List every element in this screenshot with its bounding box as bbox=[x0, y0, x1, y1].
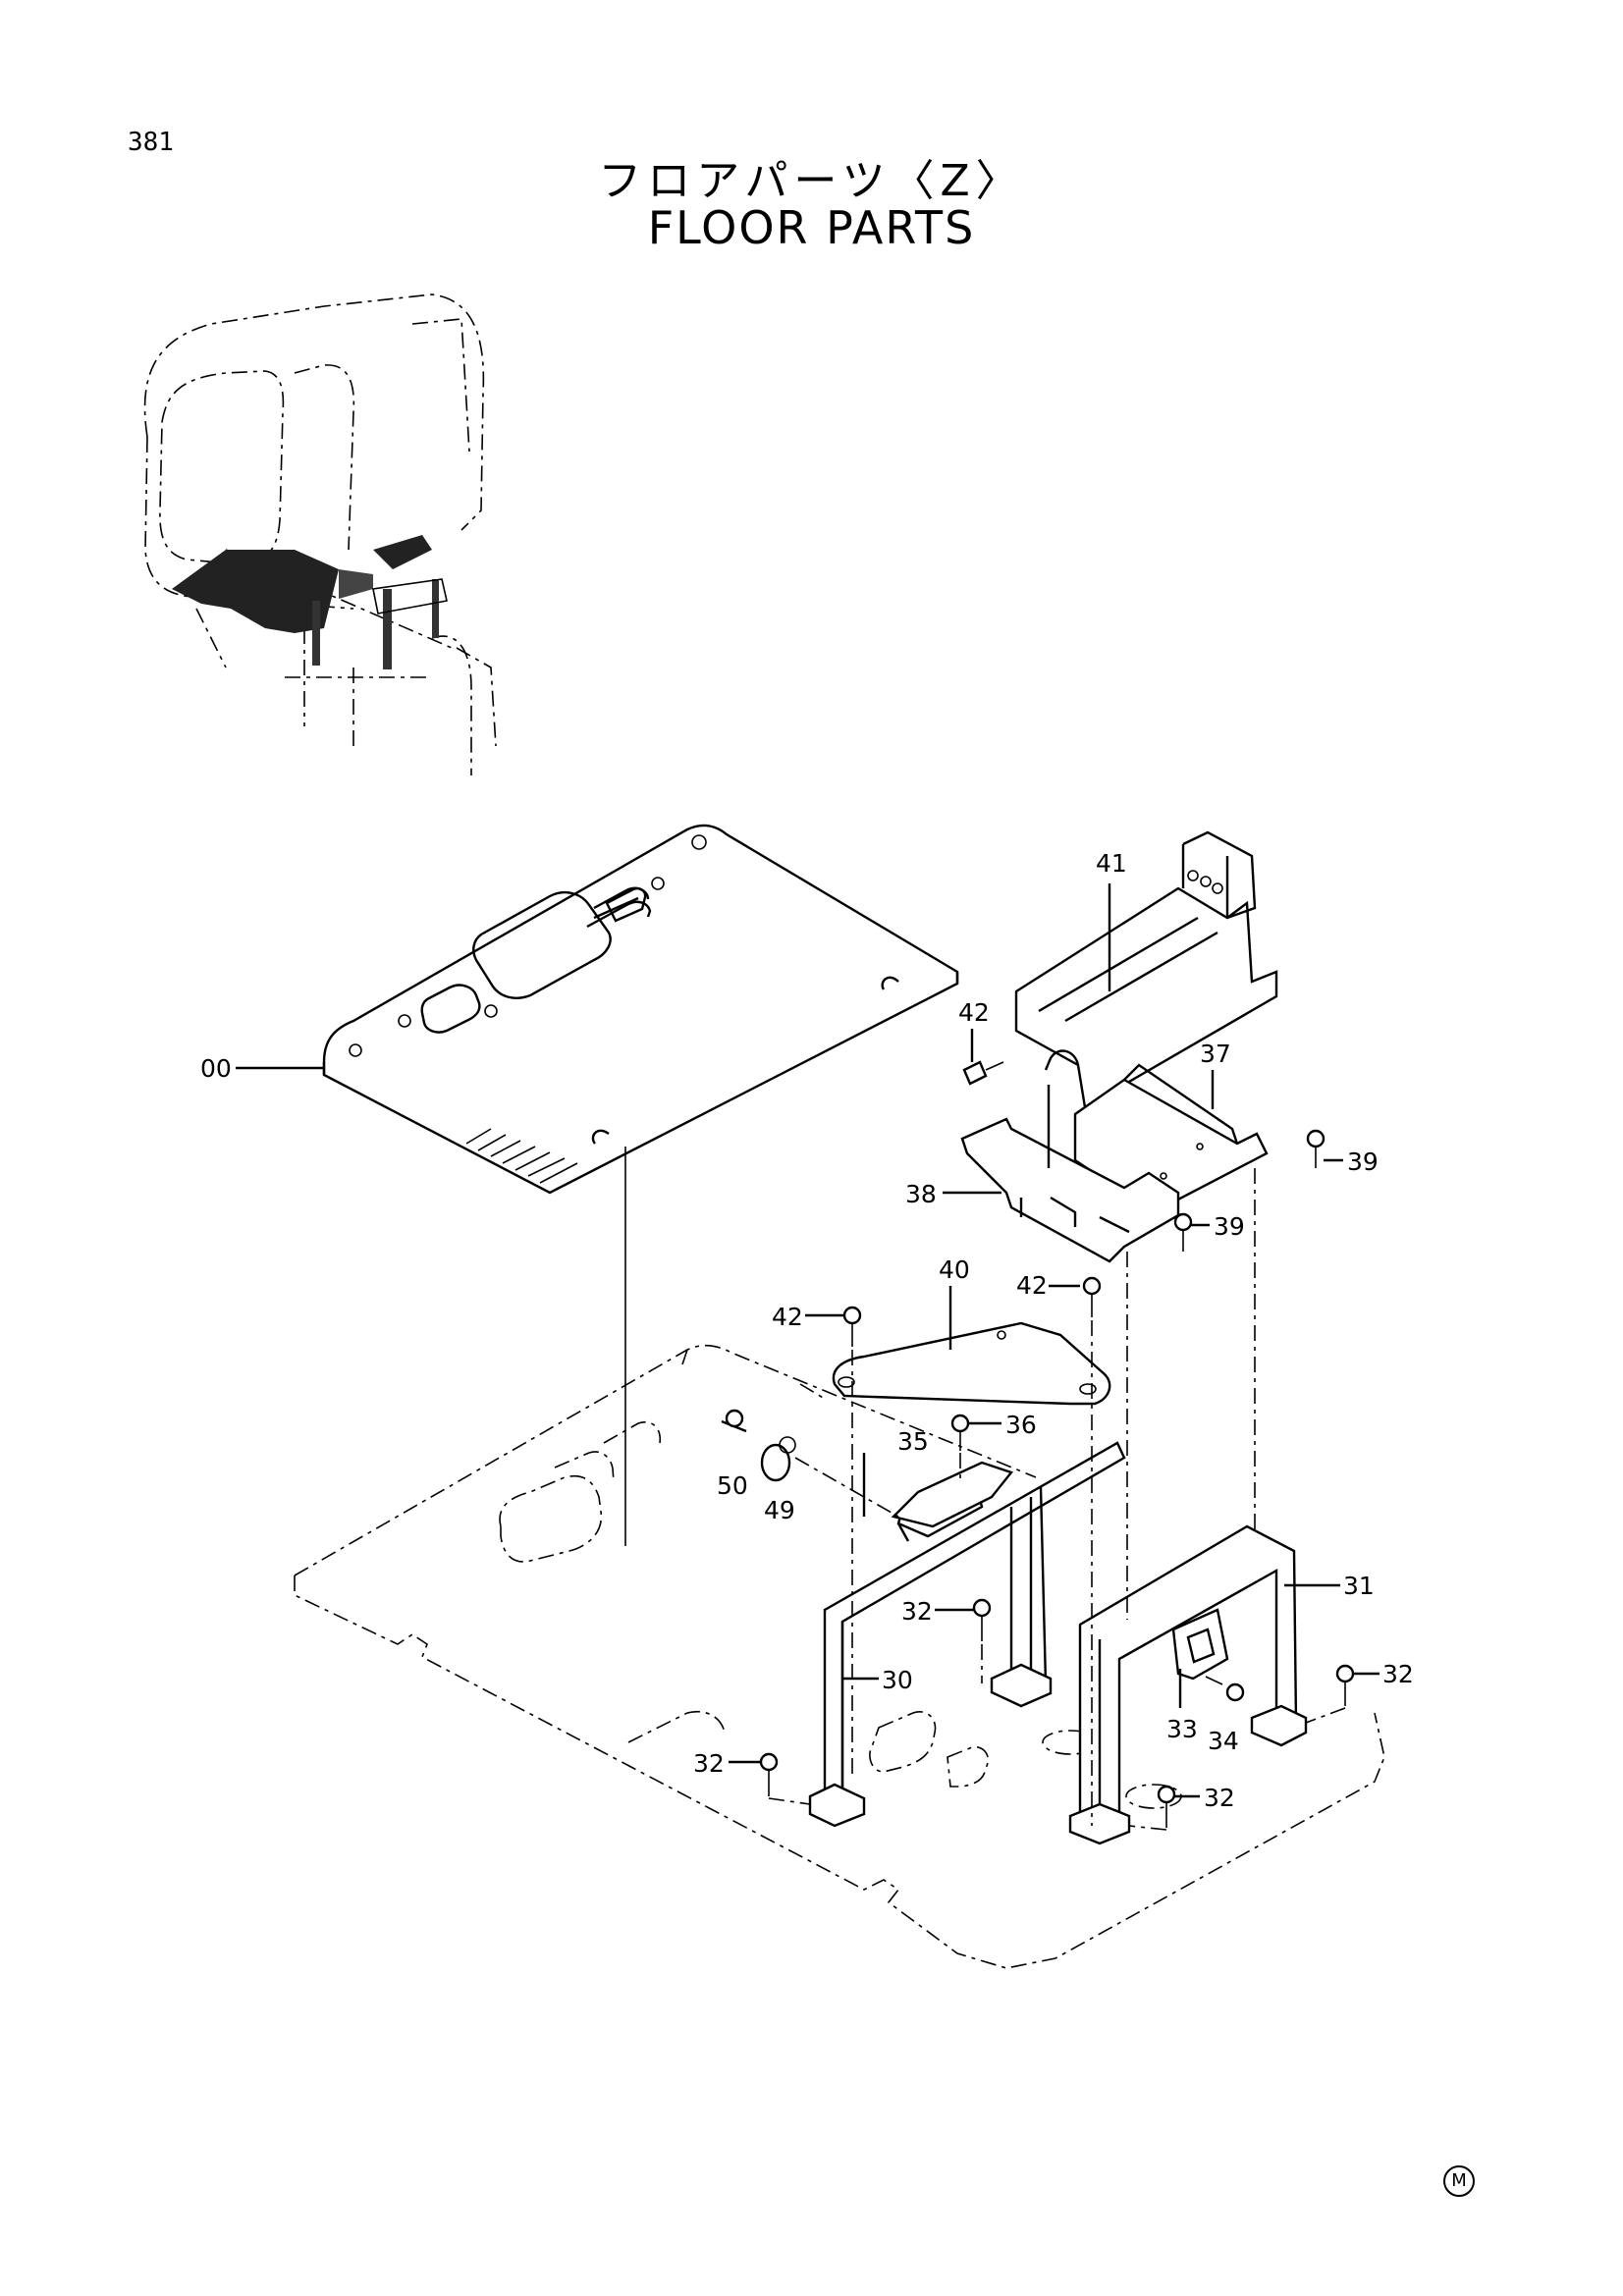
callout-32: 32 bbox=[1382, 1660, 1414, 1688]
callout-40: 40 bbox=[939, 1255, 970, 1284]
callout-39: 39 bbox=[1347, 1148, 1379, 1176]
callout-38: 38 bbox=[905, 1180, 937, 1208]
callout-49: 49 bbox=[764, 1496, 795, 1524]
callout-37: 37 bbox=[1200, 1040, 1231, 1068]
callout-32: 32 bbox=[693, 1749, 725, 1778]
bracket-40 bbox=[832, 1321, 1111, 1406]
bolts bbox=[725, 1060, 1355, 1828]
callout-labels: 00 41 42 37 39 38 39 40 42 42 36 35 50 4… bbox=[200, 849, 1414, 1812]
callout-42: 42 bbox=[958, 998, 990, 1027]
callout-42: 42 bbox=[772, 1303, 803, 1331]
callout-31: 31 bbox=[1343, 1572, 1375, 1600]
page-number: 381 bbox=[128, 128, 174, 157]
bracket-41 bbox=[1014, 830, 1278, 1109]
stand-30 bbox=[808, 1441, 1126, 1828]
assembly-lines bbox=[768, 1168, 1346, 1831]
corner-mark: M bbox=[1443, 2165, 1475, 2197]
callout-33: 33 bbox=[1166, 1715, 1198, 1743]
leader-lines bbox=[236, 883, 1380, 1798]
stand-31 bbox=[1068, 1524, 1308, 1845]
callout-00: 00 bbox=[200, 1054, 232, 1083]
callout-30: 30 bbox=[882, 1666, 913, 1694]
floor-base bbox=[294, 1344, 1385, 1969]
title-japanese: フロアパーツ〈Z〉 bbox=[598, 156, 1025, 206]
callout-42: 42 bbox=[1016, 1271, 1048, 1300]
callout-32: 32 bbox=[1204, 1784, 1235, 1812]
callout-50: 50 bbox=[717, 1471, 748, 1500]
floor-mat bbox=[322, 824, 959, 1546]
callout-39: 39 bbox=[1214, 1212, 1245, 1241]
bracket-37 bbox=[1073, 1063, 1269, 1214]
title-english: FLOOR PARTS bbox=[647, 201, 976, 254]
cab-inset bbox=[143, 294, 497, 775]
callout-34: 34 bbox=[1208, 1727, 1239, 1755]
callout-35: 35 bbox=[897, 1427, 929, 1456]
callout-41: 41 bbox=[1096, 849, 1127, 878]
callout-32: 32 bbox=[901, 1597, 933, 1626]
callout-36: 36 bbox=[1005, 1411, 1037, 1439]
